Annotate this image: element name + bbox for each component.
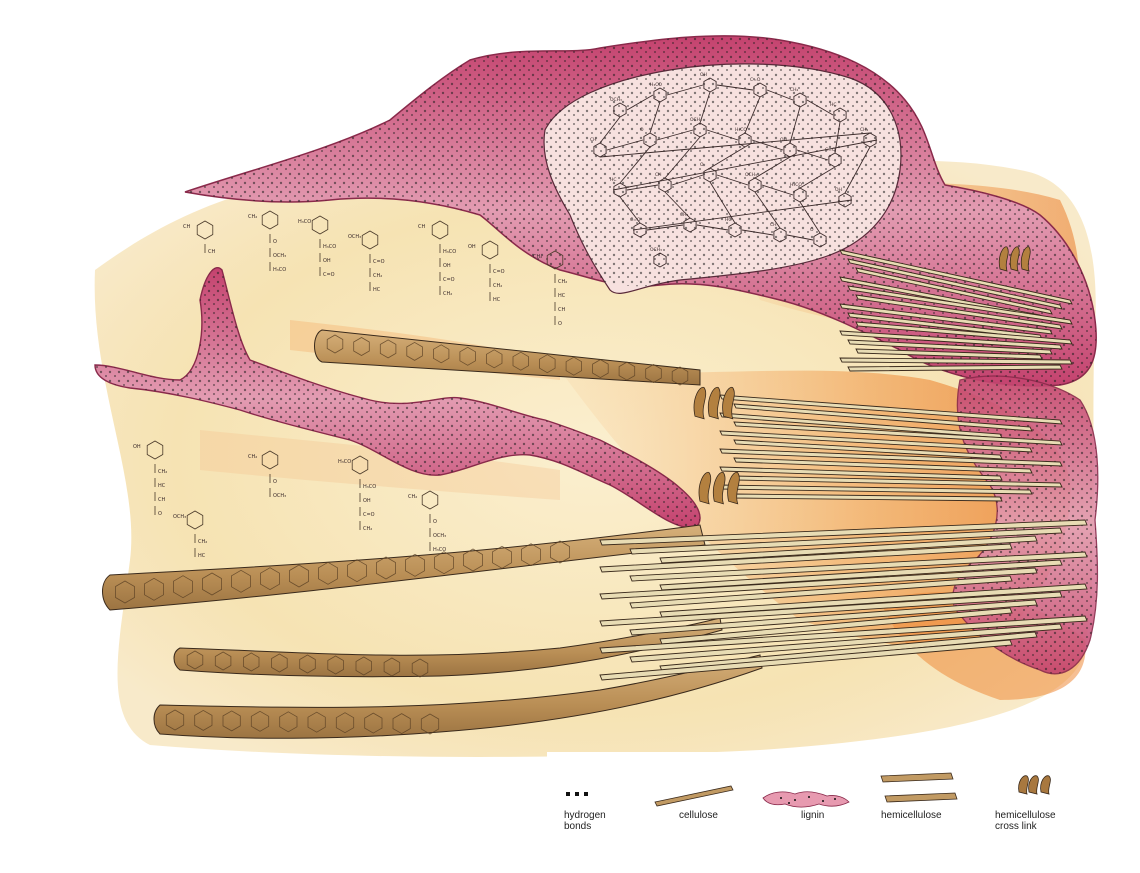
chem-label: CH₂ <box>443 291 452 297</box>
chem-label: OCH₃ <box>348 234 361 240</box>
legend-label: lignin <box>801 810 824 821</box>
chem-label: CH <box>770 222 777 228</box>
chem-label: OCH₃ <box>610 97 622 103</box>
chem-label: H₃CO <box>790 182 802 188</box>
chem-label: O <box>273 479 277 485</box>
chem-label: CH <box>655 172 662 178</box>
chem-label: H₃CO <box>323 244 336 250</box>
chem-label: CH <box>558 307 565 313</box>
chem-label: H₃CO <box>273 267 286 273</box>
chem-label: OCH₃ <box>745 172 757 178</box>
chem-label: O <box>433 519 437 525</box>
legend-item-cellulose: cellulose <box>653 752 743 832</box>
chem-label: CH₂ <box>493 283 502 289</box>
chem-label: H₃CO <box>298 219 311 225</box>
chem-label: OH <box>363 498 371 504</box>
chem-label: CH₂ <box>363 526 372 532</box>
legend-label: hemicellulose <box>881 810 942 821</box>
chem-label: OH <box>443 263 451 269</box>
chem-label: CH₂ <box>558 279 567 285</box>
chem-label: H₃CO <box>443 249 456 255</box>
legend-label: hemicellulose cross link <box>995 810 1056 832</box>
chem-label: HC <box>198 553 206 559</box>
chem-label: C=O <box>750 77 761 83</box>
chem-label: O <box>158 511 162 517</box>
chem-label: C=O <box>493 269 505 275</box>
lignin-icon <box>761 786 851 810</box>
chem-label: CH₂ <box>408 494 417 500</box>
chem-label: OH <box>323 258 331 264</box>
cellulose-icon <box>653 782 733 806</box>
chem-label: CH <box>590 137 597 143</box>
chem-label: HC <box>558 293 566 299</box>
chem-label: O <box>700 162 704 168</box>
chem-label: OH <box>133 444 141 450</box>
chem-label: C=O <box>373 259 385 265</box>
chem-label: O <box>558 321 562 327</box>
chem-label: H₃CO <box>338 459 351 465</box>
chem-label: C=O <box>323 272 335 278</box>
chem-label: OCH₃ <box>173 514 186 520</box>
chem-label: H₃CO <box>363 484 376 490</box>
chem-label: OCH₃ <box>273 253 286 259</box>
legend-label: cellulose <box>679 810 718 821</box>
legend-item-hydrogen-bonds: hydrogen bonds <box>561 752 631 832</box>
chem-label: CH₂ <box>533 254 542 260</box>
chem-label: CH <box>208 249 215 255</box>
chem-label: CH₂ <box>790 87 799 93</box>
chem-label: OCH₃ <box>433 533 446 539</box>
chem-label: HC <box>158 483 166 489</box>
hemicellulose-cross-link-icon <box>1015 770 1055 800</box>
chem-label: CH₂ <box>158 469 167 475</box>
chem-label: HC <box>610 177 617 183</box>
chem-label: H₃CO <box>650 82 662 88</box>
chem-label: CH₂ <box>860 127 869 133</box>
chem-label: OH <box>700 72 707 78</box>
chem-label: HC <box>493 297 501 303</box>
chem-label: CH <box>418 224 425 230</box>
chem-label: OH <box>780 137 787 143</box>
hemicellulose-icon <box>879 770 959 806</box>
chem-label: CH₂ <box>248 214 257 220</box>
legend-item-lignin: lignin <box>761 752 861 832</box>
hydrogen-bonds-icon <box>566 790 596 800</box>
chem-label: C=O <box>363 512 375 518</box>
chem-label: O <box>273 239 277 245</box>
chem-label: O <box>640 127 644 133</box>
chem-label: C=O <box>443 277 455 283</box>
legend-item-hemicellulose: hemicellulose <box>873 752 973 832</box>
chem-label: CH <box>183 224 190 230</box>
chem-label: OH <box>468 244 476 250</box>
chem-label: OCH₃ <box>650 247 662 253</box>
chem-label: O <box>810 227 814 233</box>
chem-label: CH₂ <box>373 273 382 279</box>
legend: hydrogen bonds cellulose lignin hemicell… <box>547 752 1095 832</box>
chem-label: HC <box>373 287 381 293</box>
legend-label: hydrogen bonds <box>564 810 606 832</box>
chem-label: CH₂ <box>248 454 257 460</box>
chem-label: CH₂ <box>198 539 207 545</box>
chem-label: OH <box>835 187 842 193</box>
legend-item-hemicellulose-cross-link: hemicellulose cross link <box>991 752 1091 832</box>
chem-label: HC <box>725 217 732 223</box>
chem-label: HC <box>830 102 837 108</box>
chem-label: OCH₃ <box>273 493 286 499</box>
chem-label: CH <box>158 497 165 503</box>
